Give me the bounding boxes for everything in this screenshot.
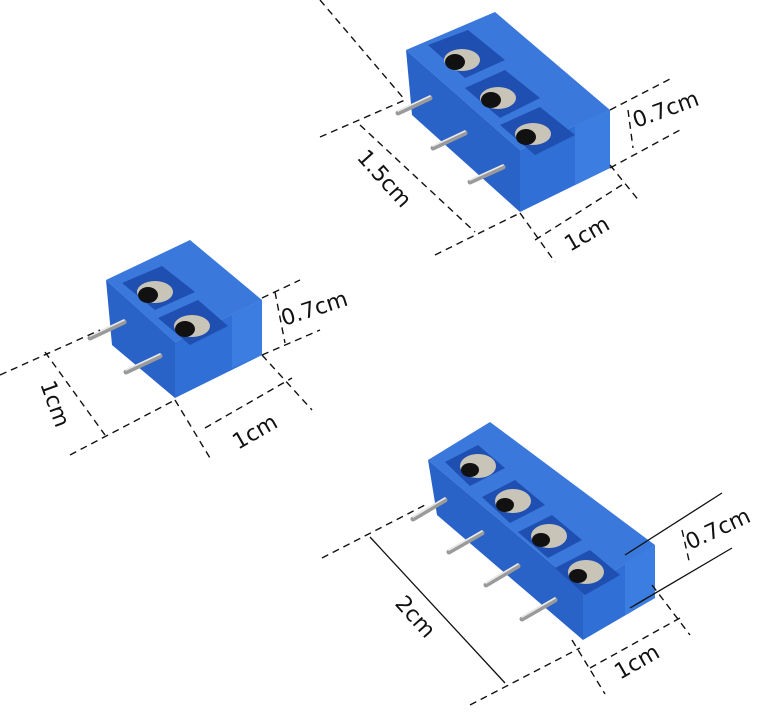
dimension-label-4pin-depth: 1cm (611, 640, 665, 685)
dimension-label-2pin-length: 1cm (34, 378, 74, 431)
terminal-block-2pin (87, 240, 262, 398)
terminal-block-4pin (410, 422, 655, 640)
dimension-lines-3pin (319, 0, 681, 263)
dimension-label-2pin-depth: 1cm (229, 410, 283, 455)
dimension-lines-4pin (321, 492, 733, 706)
dimension-lines-2pin (0, 279, 321, 459)
terminal-block-3pin (395, 12, 610, 212)
dimension-label-4pin-length: 2cm (390, 591, 440, 643)
dimension-label-3pin-height: 0.7cm (630, 87, 703, 134)
dimension-label-2pin-height: 0.7cm (278, 287, 351, 332)
dimension-label-3pin-length: 1.5cm (352, 145, 416, 213)
